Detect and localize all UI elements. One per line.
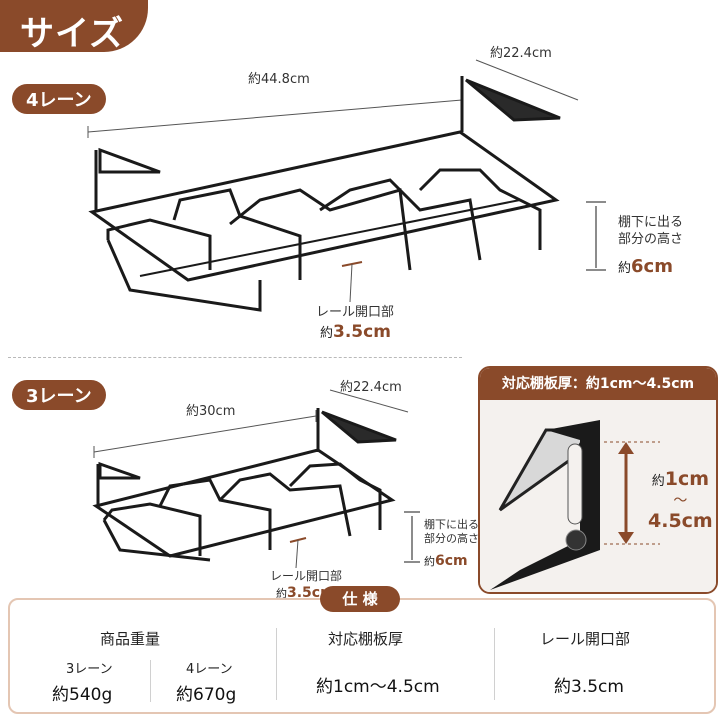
thickness-max: 4.5cm	[648, 510, 713, 532]
lane4-height-line2: 部分の高さ	[618, 232, 684, 247]
thickness-panel-title: 対応棚板厚：約1cm〜4.5cm	[480, 368, 716, 400]
spec-weight-title: 商品重量	[100, 630, 161, 648]
thickness-min: 1cm	[664, 468, 709, 490]
lane4-height-value: 約6cm	[618, 256, 673, 277]
spec-weight-3lane-value: 約540g	[52, 680, 112, 705]
page-title: サイズ	[20, 14, 124, 54]
lane3-height-caption: 棚下に出る 部分の高さ	[424, 518, 479, 546]
spec-divider-weight	[150, 660, 151, 702]
spec-weight-3lane-label: 3レーン	[66, 662, 113, 677]
lane4-height-caption: 棚下に出る 部分の高さ	[618, 214, 683, 248]
lane4-rack-illustration	[87, 59, 606, 312]
spec-weight-4lane-number: 670g	[193, 685, 237, 705]
lane3-badge: 3レーン	[12, 380, 106, 410]
spec-opening-value: 約3.5cm	[554, 677, 624, 697]
spec-divider-2	[494, 628, 495, 700]
spec-thickness-title: 対応棚板厚	[328, 630, 404, 648]
lane4-height-prefix: 約	[618, 261, 632, 276]
bracket-closeup-illustration	[480, 400, 716, 592]
spec-weight-4lane-value: 約670g	[176, 680, 236, 705]
spec-weight-4lane-prefix: 約	[176, 685, 193, 705]
lane4-opening-prefix: 約	[320, 326, 334, 341]
lane3-width-label: 約30cm	[186, 404, 236, 419]
header-banner	[0, 0, 148, 52]
lane3-height-prefix: 約	[424, 555, 435, 568]
spec-thickness-value: 約1cm〜4.5cm	[316, 677, 440, 697]
lane3-height-line1: 棚下に出る	[424, 518, 479, 531]
lane3-height-value: 約6cm	[424, 550, 468, 569]
lane3-rack-illustration	[92, 389, 420, 569]
lane3-depth-label: 約22.4cm	[340, 380, 402, 395]
lane3-opening-prefix: 約	[276, 587, 287, 600]
lane3-height-number: 6cm	[435, 553, 468, 569]
lane3-height-line2: 部分の高さ	[424, 532, 479, 545]
spec-weight-4lane-label: 4レーン	[186, 662, 233, 677]
section-divider	[8, 357, 462, 358]
spec-box	[8, 598, 716, 714]
spec-title: 仕 様	[320, 586, 400, 612]
lane4-height-line1: 棚下に出る	[618, 215, 684, 230]
lane4-height-number: 6cm	[631, 256, 673, 277]
thickness-prefix: 約	[651, 474, 665, 489]
spec-opening-title: レール開口部	[540, 630, 631, 648]
lane4-opening-caption: レール開口部	[316, 305, 395, 320]
lane4-badge: 4レーン	[12, 84, 106, 114]
spec-weight-3lane-prefix: 約	[52, 685, 69, 705]
lane4-opening-value: 約3.5cm	[320, 322, 391, 342]
lane4-depth-label: 約22.4cm	[490, 46, 552, 61]
lane3-opening-caption: レール開口部	[270, 569, 343, 583]
lane4-width-label: 約44.8cm	[248, 72, 310, 87]
thickness-sep: 〜	[673, 493, 688, 509]
thickness-panel: 対応棚板厚：約1cm〜4.5cm 約1cm 〜 4.5cm	[478, 366, 718, 594]
lane4-opening-number: 3.5cm	[333, 322, 391, 342]
spec-divider-1	[276, 628, 277, 700]
thickness-range: 約1cm 〜 4.5cm	[648, 468, 713, 532]
spec-weight-3lane-number: 540g	[69, 685, 113, 705]
